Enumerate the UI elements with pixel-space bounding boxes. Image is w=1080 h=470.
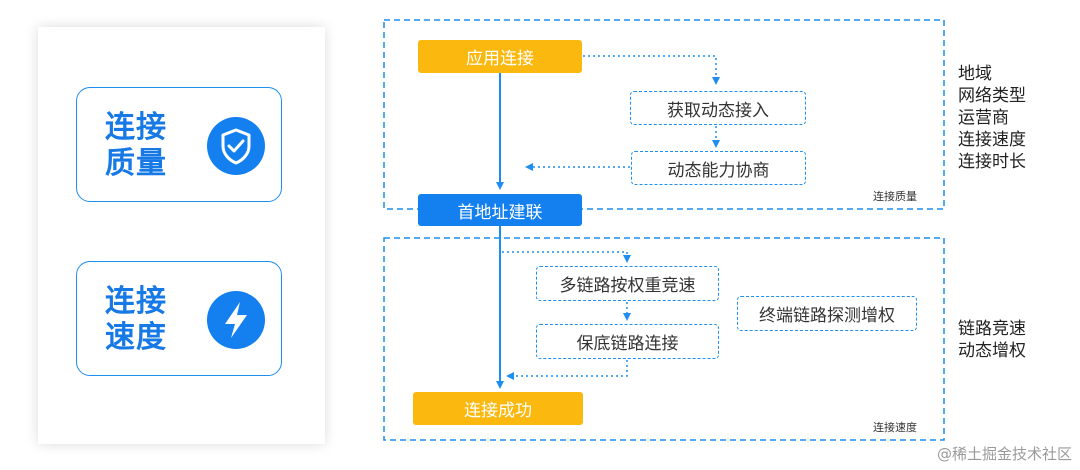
node-app-connect: 应用连接 [418, 40, 582, 73]
card-title: 连接 速度 [105, 284, 177, 356]
quality-factor: 网络类型 [958, 86, 1026, 106]
feature-card-quality: 连接 质量 [76, 87, 282, 202]
card-title-line: 质量 [105, 146, 167, 181]
quality-region-border [383, 19, 945, 210]
speed-factor: 动态增权 [958, 341, 1026, 361]
feature-card-speed: 连接 速度 [76, 261, 282, 376]
quality-factors: 地域 网络类型 运营商 连接速度 连接时长 [958, 63, 1026, 173]
speed-region-label: 连接速度 [873, 421, 917, 434]
quality-region-label: 连接质量 [873, 190, 917, 203]
node-dynamic-capability: 动态能力协商 [631, 151, 806, 185]
card-title-line: 连接 [105, 284, 167, 319]
node-connect-success: 连接成功 [413, 392, 583, 425]
quality-factor: 连接时长 [958, 152, 1026, 172]
card-title-line: 连接 [105, 110, 167, 145]
node-get-dynamic-access: 获取动态接入 [630, 91, 806, 125]
node-first-address: 首地址建联 [418, 194, 582, 226]
shield-check-icon [207, 117, 265, 175]
speed-factors: 链路竞速 动态增权 [958, 318, 1026, 362]
watermark: @稀土掘金技术社区 [936, 445, 1072, 463]
quality-factor: 连接速度 [958, 130, 1026, 150]
speed-factor: 链路竞速 [958, 319, 1026, 339]
arrow-main-to-multi [502, 251, 631, 263]
quality-factor: 地域 [958, 64, 992, 84]
node-multi-link-race: 多链路按权重竞速 [536, 266, 719, 301]
card-title: 连接 质量 [105, 110, 177, 182]
arrow-fallback-to-main [506, 360, 628, 380]
arrow-app-to-access [583, 55, 720, 85]
speed-region-border [383, 237, 945, 441]
node-terminal-probe: 终端链路探测增权 [737, 296, 917, 331]
card-title-line: 速度 [105, 320, 167, 355]
quality-factor: 运营商 [958, 108, 1009, 128]
feature-panel: 连接 质量 连接 速度 [38, 27, 325, 444]
node-fallback-link: 保底链路连接 [536, 324, 719, 359]
lightning-icon [207, 291, 265, 349]
